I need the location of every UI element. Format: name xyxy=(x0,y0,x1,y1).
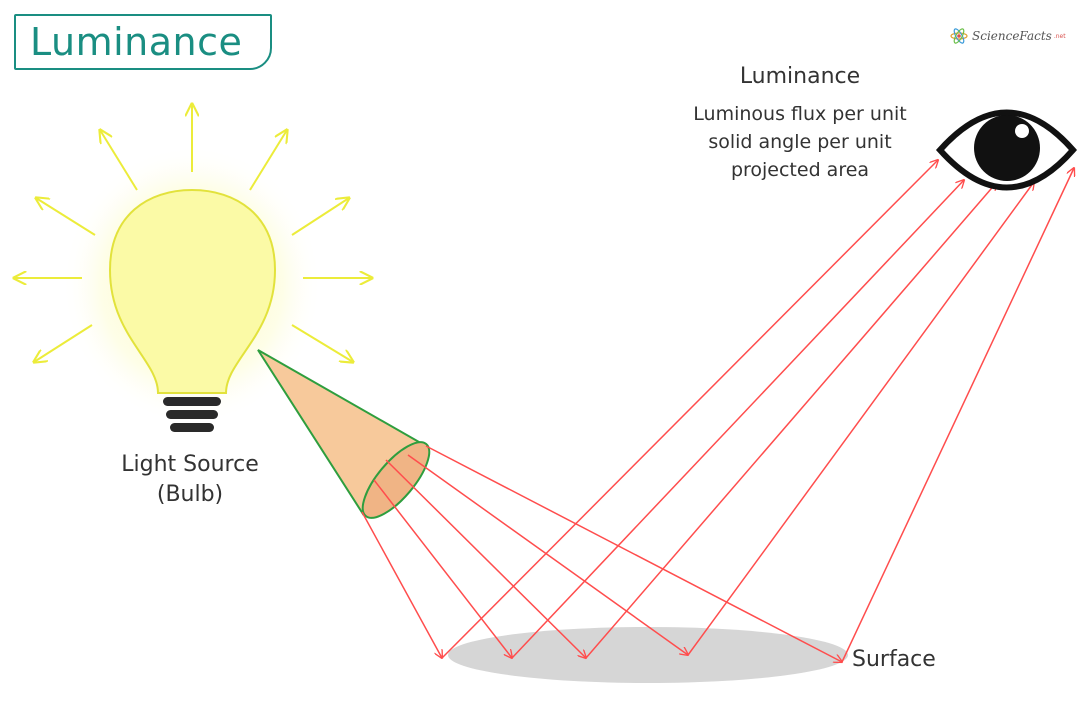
eye-icon xyxy=(935,109,1077,191)
logo-suffix: .net xyxy=(1053,32,1066,40)
eye-desc-line: projected area xyxy=(730,159,870,181)
incident-ray xyxy=(373,479,512,658)
incident-ray xyxy=(425,445,842,662)
eye-label-title: Luminance xyxy=(739,64,861,89)
reflected-ray xyxy=(687,182,1034,656)
light-ray xyxy=(291,198,349,236)
surface-ellipse xyxy=(448,627,848,683)
logo-text: ScienceFacts xyxy=(972,29,1052,43)
radiating-light-rays xyxy=(14,104,372,362)
atom-icon xyxy=(950,28,968,44)
light-ray xyxy=(36,198,96,236)
light-bulb-icon xyxy=(108,188,277,432)
solid-angle-cone xyxy=(257,349,431,519)
eye-desc-line: Luminous flux per unit xyxy=(693,103,907,125)
brand-logo: ScienceFacts .net xyxy=(950,27,1066,45)
light-source-label: Light Source (Bulb) xyxy=(80,450,300,510)
reflected-ray xyxy=(585,182,997,659)
eye-desc-line: solid angle per unit xyxy=(708,131,892,153)
light-ray xyxy=(249,130,287,191)
incident-ray xyxy=(361,511,442,658)
source-line: Light Source xyxy=(121,452,259,477)
surface-label: Surface xyxy=(852,647,936,672)
page-title: Luminance xyxy=(30,20,243,64)
incident-ray xyxy=(385,459,586,658)
title-box: Luminance xyxy=(14,14,272,70)
incident-ray xyxy=(407,454,688,655)
reflected-ray xyxy=(511,180,964,659)
incident-rays xyxy=(361,445,842,662)
light-ray xyxy=(291,324,353,362)
reflected-ray xyxy=(841,168,1074,663)
light-ray xyxy=(100,130,138,191)
reflected-rays xyxy=(441,160,1074,663)
source-line: (Bulb) xyxy=(156,482,224,507)
eye-label-description: Luminous flux per unit solid angle per u… xyxy=(640,100,960,184)
light-ray xyxy=(34,324,93,362)
reflected-ray xyxy=(441,160,938,659)
